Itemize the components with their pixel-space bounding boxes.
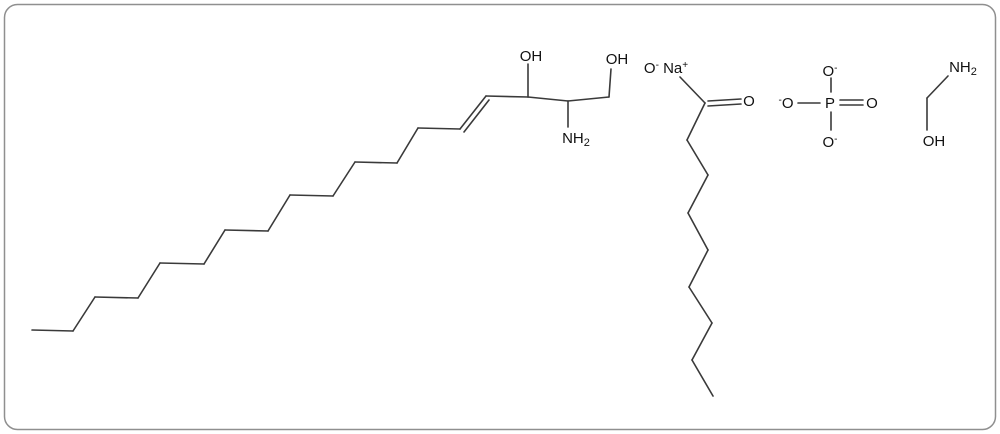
bond [608,68,612,98]
bond [267,194,291,232]
bond [485,95,529,98]
bond [679,76,706,104]
bond [687,174,709,214]
oxygen-label: O [866,95,878,112]
bond [686,102,706,141]
bond [691,359,714,397]
bond [688,249,709,288]
bond [459,95,487,130]
molecule-phosphate: P O- -O O O- [778,63,877,151]
bond [289,194,334,197]
bond [224,229,269,232]
oxygen-label: O- [822,63,837,80]
bond [354,161,398,164]
bond [691,322,713,361]
bond [686,139,709,176]
carboxylate-sodium-label: O- Na+ [644,60,688,77]
bond [926,75,949,99]
bond [417,127,461,130]
bond [707,98,742,102]
bond [137,262,161,299]
amine-label: NH2 [949,59,977,78]
bond [567,96,610,102]
bond [688,286,713,324]
hydroxyl-label: OH [606,51,629,68]
bond [94,296,139,299]
bond [527,96,569,102]
hydroxyl-label: OH [520,48,543,65]
bond [396,127,419,164]
bond [72,296,96,332]
bond [31,329,74,332]
oxygen-label: O- [822,134,837,151]
phosphorus-label: P [825,95,835,112]
molecule-fatty-acid-carboxylate: O- Na+ O [644,60,755,397]
bond [707,103,742,107]
amine-label: NH2 [562,130,590,149]
bond [332,161,356,197]
oxygen-label: -O [778,95,793,112]
carbonyl-oxygen-label: O [743,93,755,110]
bond [203,229,226,265]
bond [687,212,709,251]
molecule-sphingosine: OH OH NH2 [31,48,629,332]
canvas-border [3,3,997,431]
hydroxyl-label: OH [923,133,946,150]
bond [159,262,205,265]
bond [463,99,490,133]
